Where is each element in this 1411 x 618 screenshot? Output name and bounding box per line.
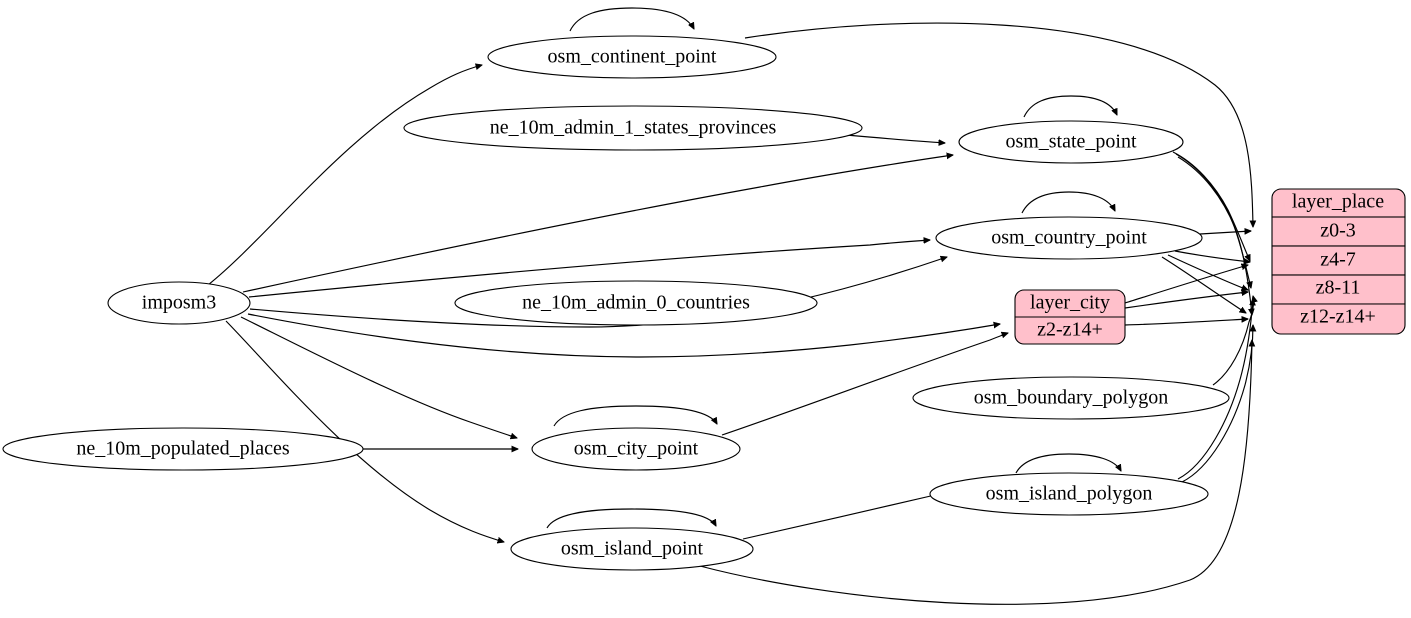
node-ne_10m_admin_0_countries[interactable]: ne_10m_admin_0_countries xyxy=(454,280,818,326)
edge-osm_state_point-to-layer_place-z12_z14 xyxy=(1177,156,1252,315)
edge-imposm3-to-osm_country_point xyxy=(248,240,930,298)
edge-imposm3-to-osm_city_point xyxy=(240,316,517,438)
node-osm_boundary_polygon-label: osm_boundary_polygon xyxy=(974,387,1168,409)
node-osm_island_polygon[interactable]: osm_island_polygon xyxy=(929,472,1209,516)
layer_place-row-z4-7-label: z4-7 xyxy=(1320,249,1356,271)
edge-layer_city-to-layer_place-z12_z14 xyxy=(1124,319,1248,326)
layer_place-row-z12-z14-cell[interactable] xyxy=(1271,303,1406,335)
edge-imposm3-to-osm_island_point xyxy=(225,320,504,542)
layer_place-row-title-cell[interactable] xyxy=(1271,188,1406,218)
edge-osm_country_point-to-layer_place-z8_11 xyxy=(1167,254,1248,290)
edge-osm_boundary_polygon-to-layer_place-z8_11 xyxy=(1212,296,1254,386)
node-osm_island_polygon-label: osm_island_polygon xyxy=(986,483,1153,505)
edge-imposm3-to-osm_state_point xyxy=(242,155,953,293)
layer_place-row-z12-z14-label: z12-z14+ xyxy=(1300,306,1376,328)
edge-layer_city-to-layer_place-z4_7 xyxy=(1124,265,1248,304)
node-osm_continent_point[interactable]: osm_continent_point xyxy=(487,35,777,79)
layer_place-row-title-label: layer_place xyxy=(1292,191,1384,213)
edge-imposm3-to-layer_city xyxy=(247,313,1000,358)
node-ne_10m_admin_1_states_provinces-label: ne_10m_admin_1_states_provinces xyxy=(490,117,777,139)
layer_city-row-title-cell[interactable] xyxy=(1014,289,1126,318)
node-osm_island_point[interactable]: osm_island_point xyxy=(510,527,754,571)
edge-osm_city_point-self xyxy=(553,405,717,427)
edge-osm_country_point-self xyxy=(1021,191,1115,214)
node-osm_city_point-label: osm_city_point xyxy=(574,438,699,460)
edge-osm_island_polygon-self xyxy=(1015,453,1121,474)
node-imposm3[interactable]: imposm3 xyxy=(107,281,251,325)
node-layer_city[interactable]: layer_city z2-z14+ xyxy=(1014,289,1126,345)
edge-ne_admin_1-to-osm_state_point xyxy=(845,134,945,143)
layer_city-row-title-label: layer_city xyxy=(1030,292,1110,314)
node-ne_10m_admin_1_states_provinces[interactable]: ne_10m_admin_1_states_provinces xyxy=(403,105,863,151)
edge-layer_city-to-layer_place-z8_11 xyxy=(1124,292,1248,309)
node-ne_10m_admin_0_countries-label: ne_10m_admin_0_countries xyxy=(522,292,750,314)
edge-layer xyxy=(207,7,1254,605)
node-osm_state_point-label: osm_state_point xyxy=(1005,131,1137,153)
edge-osm_continent_point-self xyxy=(569,7,694,32)
edge-osm_country_point-to-layer_place-z0_3 xyxy=(1199,231,1251,234)
layer_place-row-z8-11-cell[interactable] xyxy=(1271,274,1406,305)
node-osm_country_point-label: osm_country_point xyxy=(991,227,1147,249)
node-osm_boundary_polygon[interactable]: osm_boundary_polygon xyxy=(912,376,1230,420)
node-ne_10m_populated_places-label: ne_10m_populated_places xyxy=(76,438,289,460)
edge-imposm3-to-osm_continent_point xyxy=(207,65,482,286)
edge-osm_island_polygon-to-layer_place-z12_z14 xyxy=(1181,325,1253,483)
edge-osm_city_point-to-layer_city xyxy=(721,333,1008,436)
node-ne_10m_populated_places[interactable]: ne_10m_populated_places xyxy=(2,427,364,471)
node-osm_island_point-label: osm_island_point xyxy=(561,538,704,560)
edge-osm_island_point-self xyxy=(546,508,716,529)
edge-imposm3-to-osm_country_point-alt xyxy=(249,257,947,328)
edge-osm_island_point-to-layer_place-z12_z14 xyxy=(699,340,1252,605)
layer_place-row-z4-7-cell[interactable] xyxy=(1271,245,1406,276)
layer_city-row-z2-label: z2-z14+ xyxy=(1037,319,1103,341)
node-osm_continent_point-label: osm_continent_point xyxy=(548,46,717,68)
edge-osm_continent_point-to-layer_place-z0_3 xyxy=(744,22,1253,227)
layer_place-row-z0-3-label: z0-3 xyxy=(1320,220,1356,242)
layer_city-row-z2-cell[interactable] xyxy=(1014,316,1126,345)
layer_place-row-z0-3-cell[interactable] xyxy=(1271,216,1406,247)
edge-osm_country_point-to-layer_place-z4_7 xyxy=(1174,250,1250,262)
edge-osm_country_point-to-layer_place-z12_z14 xyxy=(1161,256,1246,313)
node-imposm3-label: imposm3 xyxy=(142,292,216,314)
edge-osm_state_point-self xyxy=(1023,95,1117,118)
edge-osm_island_polygon-to-layer_place-z8_11 xyxy=(1177,299,1253,480)
node-osm_state_point[interactable]: osm_state_point xyxy=(958,120,1184,164)
node-osm_city_point[interactable]: osm_city_point xyxy=(531,427,741,471)
node-layer: imposm3 ne_10m_populated_places osm_cont… xyxy=(2,35,1406,571)
node-layer_place[interactable]: layer_place z0-3 z4-7 z8-11 z12-z14+ xyxy=(1271,188,1406,335)
node-osm_country_point[interactable]: osm_country_point xyxy=(935,216,1203,260)
layer_place-row-z8-11-label: z8-11 xyxy=(1316,277,1361,299)
